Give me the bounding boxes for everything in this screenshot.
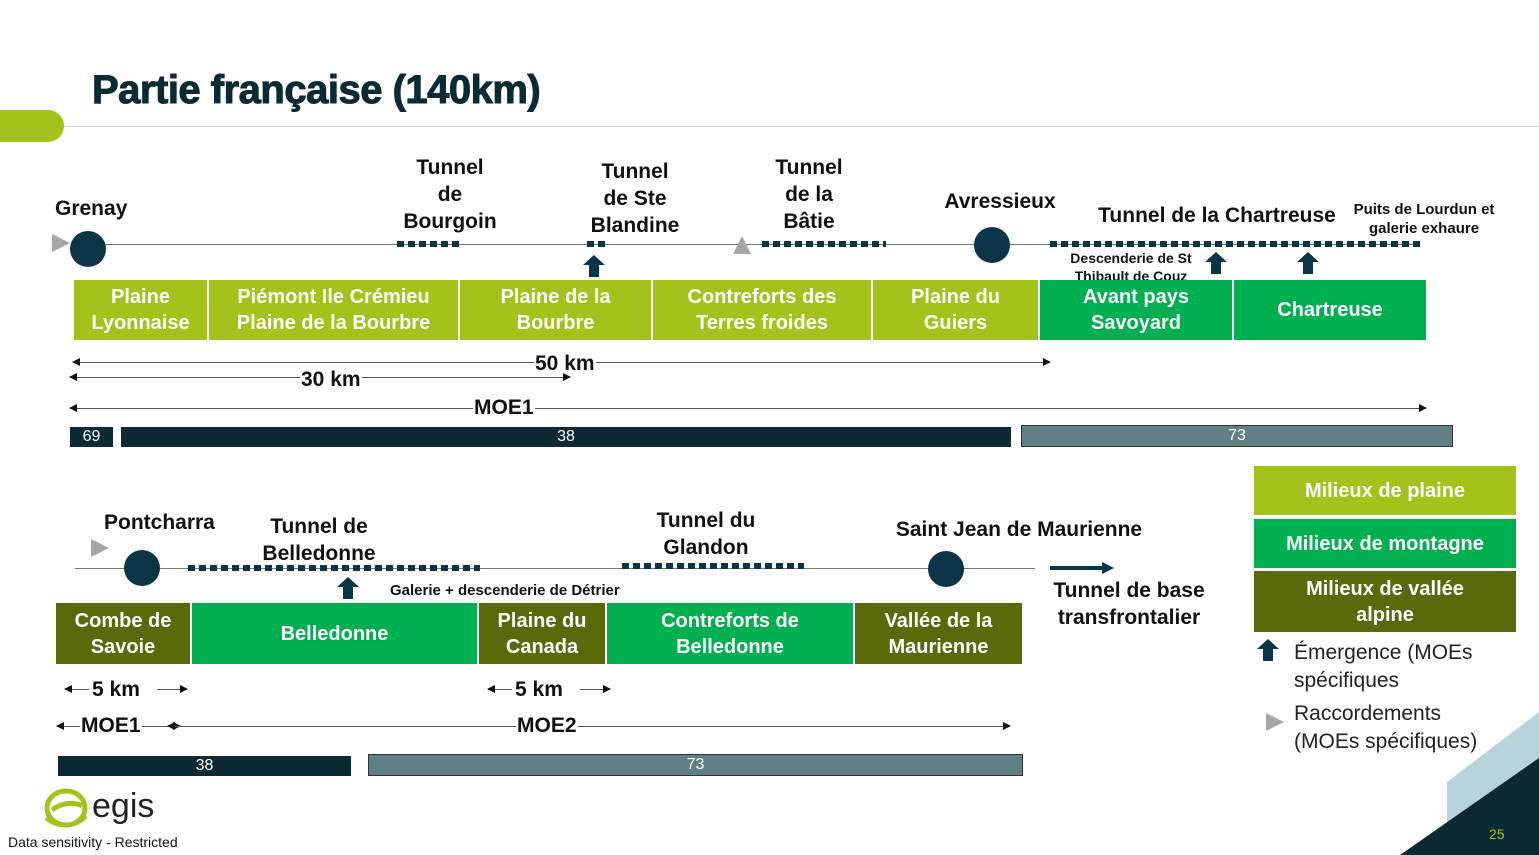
corner-decoration [1400, 712, 1539, 855]
distance-5km-arrow-left [487, 685, 512, 693]
raccordement-icon [733, 236, 751, 254]
page-title: Partie française (140km) [91, 68, 541, 113]
distance-5km-a: 5 km [91, 678, 141, 701]
raccordement-icon [91, 539, 109, 557]
place-tunnel-chartreuse: Tunnel de la Chartreuse [1098, 204, 1336, 227]
moe2-label: MOE2 [516, 714, 578, 737]
legend-montagne: Milieux de montagne [1254, 519, 1516, 568]
place-galerie-detrier: Galerie + descenderie de Détrier [390, 582, 620, 599]
distance-30km: 30 km [300, 368, 362, 391]
moe1-label: MOE1 [473, 396, 535, 419]
raccordement-icon [1266, 713, 1284, 731]
moe1-bottom-label: MOE1 [80, 714, 142, 737]
dept-bar-38: 38 [121, 427, 1011, 447]
dept-bar-38-bottom: 38 [58, 756, 351, 776]
tunnel-bourgoin-dash [397, 241, 463, 247]
place-saint-jean: Saint Jean de Maurienne [895, 518, 1143, 541]
station-grenay [70, 231, 106, 267]
place-avressieux: Avressieux [944, 190, 1056, 213]
emergence-icon [1205, 252, 1227, 274]
tunnel-batie-dash [762, 241, 886, 247]
segment-belledonne: Belledonne [192, 603, 479, 664]
station-avressieux [974, 227, 1010, 263]
legend-raccordements: Raccordements(MOEs spécifiques) [1294, 702, 1478, 753]
egis-logo-icon [44, 788, 88, 828]
bottom-track-line [75, 568, 1035, 569]
arrow-right-icon [1050, 562, 1114, 574]
egis-logo: egis [92, 787, 155, 825]
dept-bar-73-bottom: 73 [368, 754, 1023, 776]
distance-5km-arrow-left [64, 685, 89, 693]
station-saint-jean [928, 551, 964, 587]
station-pontcharra [124, 550, 160, 586]
tunnel-chartreuse-dash [1050, 241, 1420, 247]
title-divider [64, 126, 1539, 127]
place-grenay: Grenay [55, 197, 128, 220]
emergence-icon [337, 577, 359, 599]
emergence-icon [1257, 639, 1279, 661]
raccordement-icon [52, 234, 70, 252]
emergence-icon [1297, 252, 1319, 274]
moe1-arrow [69, 404, 1427, 412]
dept-bar-69: 69 [70, 427, 113, 447]
emergence-icon [583, 255, 605, 277]
tunnel-glandon-dash [622, 563, 804, 569]
moe2-arrow [167, 722, 1011, 730]
distance-5km-arrow-right [157, 685, 188, 693]
tunnel-belledonne-dash [188, 565, 480, 571]
data-sensitivity: Data sensitivity - Restricted [8, 834, 178, 850]
dept-bar-73: 73 [1021, 425, 1453, 447]
tunnel-blandine-dash [587, 241, 609, 247]
distance-5km-b: 5 km [514, 678, 564, 701]
segment-chartreuse: Chartreuse [1234, 280, 1426, 340]
distance-5km-arrow-right [580, 685, 611, 693]
page-number: 25 [1489, 826, 1505, 842]
title-accent-tab [0, 110, 64, 142]
legend-plaine: Milieux de plaine [1254, 466, 1516, 515]
distance-50km: 50 km [534, 352, 596, 375]
place-pontcharra: Pontcharra [104, 511, 215, 534]
